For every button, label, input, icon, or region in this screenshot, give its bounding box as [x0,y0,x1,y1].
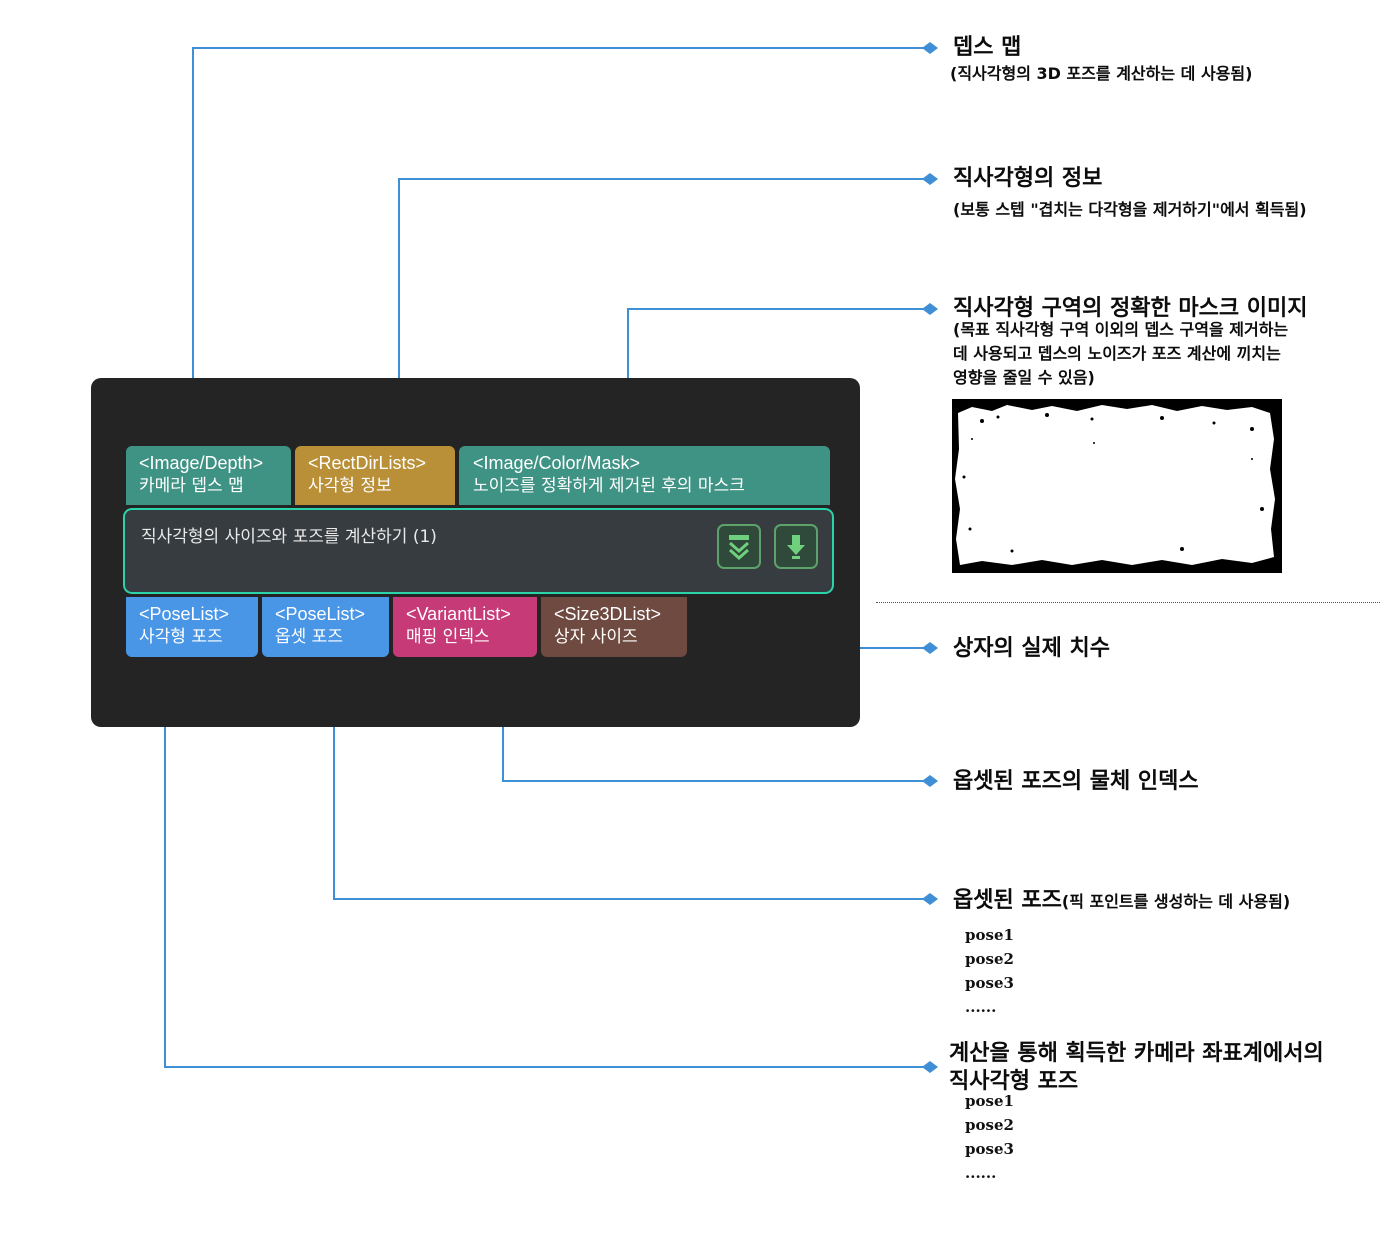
node-body[interactable]: 직사각형의 사이즈와 포즈를 계산하기 (1) [123,508,834,594]
arrow-rect-pose [922,1061,938,1073]
pose-item: pose1 [965,926,1014,944]
annotation-offset-pose-title-text: 옵셋된 포즈 [953,888,1062,913]
download-button[interactable] [774,524,818,569]
annotation-mask-sub-line: 데 사용되고 뎁스의 노이즈가 포즈 계산에 끼치는 [953,344,1281,363]
annotation-mask-sub-line: 영향을 줄일 수 있음) [953,368,1095,387]
arrow-offset-pose [922,893,938,905]
arrow-mask [922,303,938,315]
collapse-icon [729,534,749,560]
annotation-depth-sub: (직사각형의 3D 포즈를 계산하는 데 사용됨) [950,64,1253,83]
annotation-rect-pose-title: 계산을 통해 획득한 카메라 좌표계에서의 직사각형 포즈 [949,1040,1324,1096]
pose-item: pose1 [965,1092,1014,1110]
input-port-label: 카메라 뎁스 맵 [139,476,244,496]
output-port-variant-list[interactable]: <VariantList> 매핑 인덱스 [393,597,537,657]
output-port-type: <PoseList> [139,604,230,624]
input-port-mask[interactable]: <Image/Color/Mask> 노이즈를 정확하게 제거된 후의 마스크 [459,446,830,505]
download-icon [787,534,805,559]
annotation-mask-sub-line: (목표 직사각형 구역 이외의 뎁스 구역을 제거하는 [953,320,1289,339]
pose-item: pose2 [965,1116,1014,1134]
output-port-type: <PoseList> [275,604,366,624]
annotation-mapping-index-title: 옵셋된 포즈의 물체 인덱스 [953,769,1199,794]
offset-pose-list: pose1 pose2 pose3 ...... [965,923,1014,1019]
annotation-mask-sub: (목표 직사각형 구역 이외의 뎁스 구역을 제거하는 데 사용되고 뎁스의 노… [953,318,1288,390]
output-port-offset-pose-list[interactable]: <PoseList> 옵셋 포즈 [262,597,389,657]
output-port-label: 옵셋 포즈 [275,627,343,647]
mask-image-shape [955,405,1275,565]
input-port-label: 노이즈를 정확하게 제거된 후의 마스크 [473,476,745,496]
annotation-mask-title: 직사각형 구역의 정확한 마스크 이미지 [953,296,1308,321]
mask-image [952,399,1282,573]
input-port-type: <RectDirLists> [308,453,427,473]
annotation-rect-pose-title-line: 직사각형 포즈 [949,1069,1079,1094]
output-port-size3d-list[interactable]: <Size3DList> 상자 사이즈 [541,597,687,657]
output-port-type: <VariantList> [406,604,511,624]
annotation-box-size-title: 상자의 실제 치수 [953,636,1110,661]
node-title: 직사각형의 사이즈와 포즈를 계산하기 (1) [141,527,437,547]
divider [876,602,1380,603]
input-port-depth[interactable]: <Image/Depth> 카메라 뎁스 맵 [126,446,291,505]
arrow-mapping-index [922,775,938,787]
annotation-depth-title: 뎁스 맵 [953,35,1022,60]
pose-item: pose2 [965,950,1014,968]
output-port-pose-list[interactable]: <PoseList> 사각형 포즈 [126,597,258,657]
annotation-offset-pose-sub: (픽 포인트를 생성하는 데 사용됨) [1061,892,1291,911]
output-port-label: 상자 사이즈 [554,627,638,647]
output-port-label: 사각형 포즈 [139,627,223,647]
input-port-rect-dir-lists[interactable]: <RectDirLists> 사각형 정보 [295,446,455,505]
annotation-offset-pose-title: 옵셋된 포즈(픽 포인트를 생성하는 데 사용됨) [953,882,1290,914]
input-port-label: 사각형 정보 [308,476,392,496]
input-port-type: <Image/Depth> [139,453,264,473]
pose-item: pose3 [965,1140,1014,1158]
pose-item: ...... [965,998,997,1016]
output-port-type: <Size3DList> [554,604,662,624]
pose-item: ...... [965,1164,997,1182]
annotation-rect-info-title: 직사각형의 정보 [953,166,1103,191]
pose-item: pose3 [965,974,1014,992]
arrow-rect-info [922,173,938,185]
rect-pose-list: pose1 pose2 pose3 ...... [965,1089,1014,1185]
arrow-box-size [922,642,938,654]
annotation-rect-info-sub: (보통 스텝 "겹치는 다각형을 제거하기"에서 획득됨) [953,200,1307,219]
arrow-depth [922,42,938,54]
annotation-rect-pose-title-line: 계산을 통해 획득한 카메라 좌표계에서의 [949,1041,1324,1066]
output-port-label: 매핑 인덱스 [406,627,490,647]
input-port-type: <Image/Color/Mask> [473,453,641,473]
collapse-button[interactable] [717,524,761,569]
